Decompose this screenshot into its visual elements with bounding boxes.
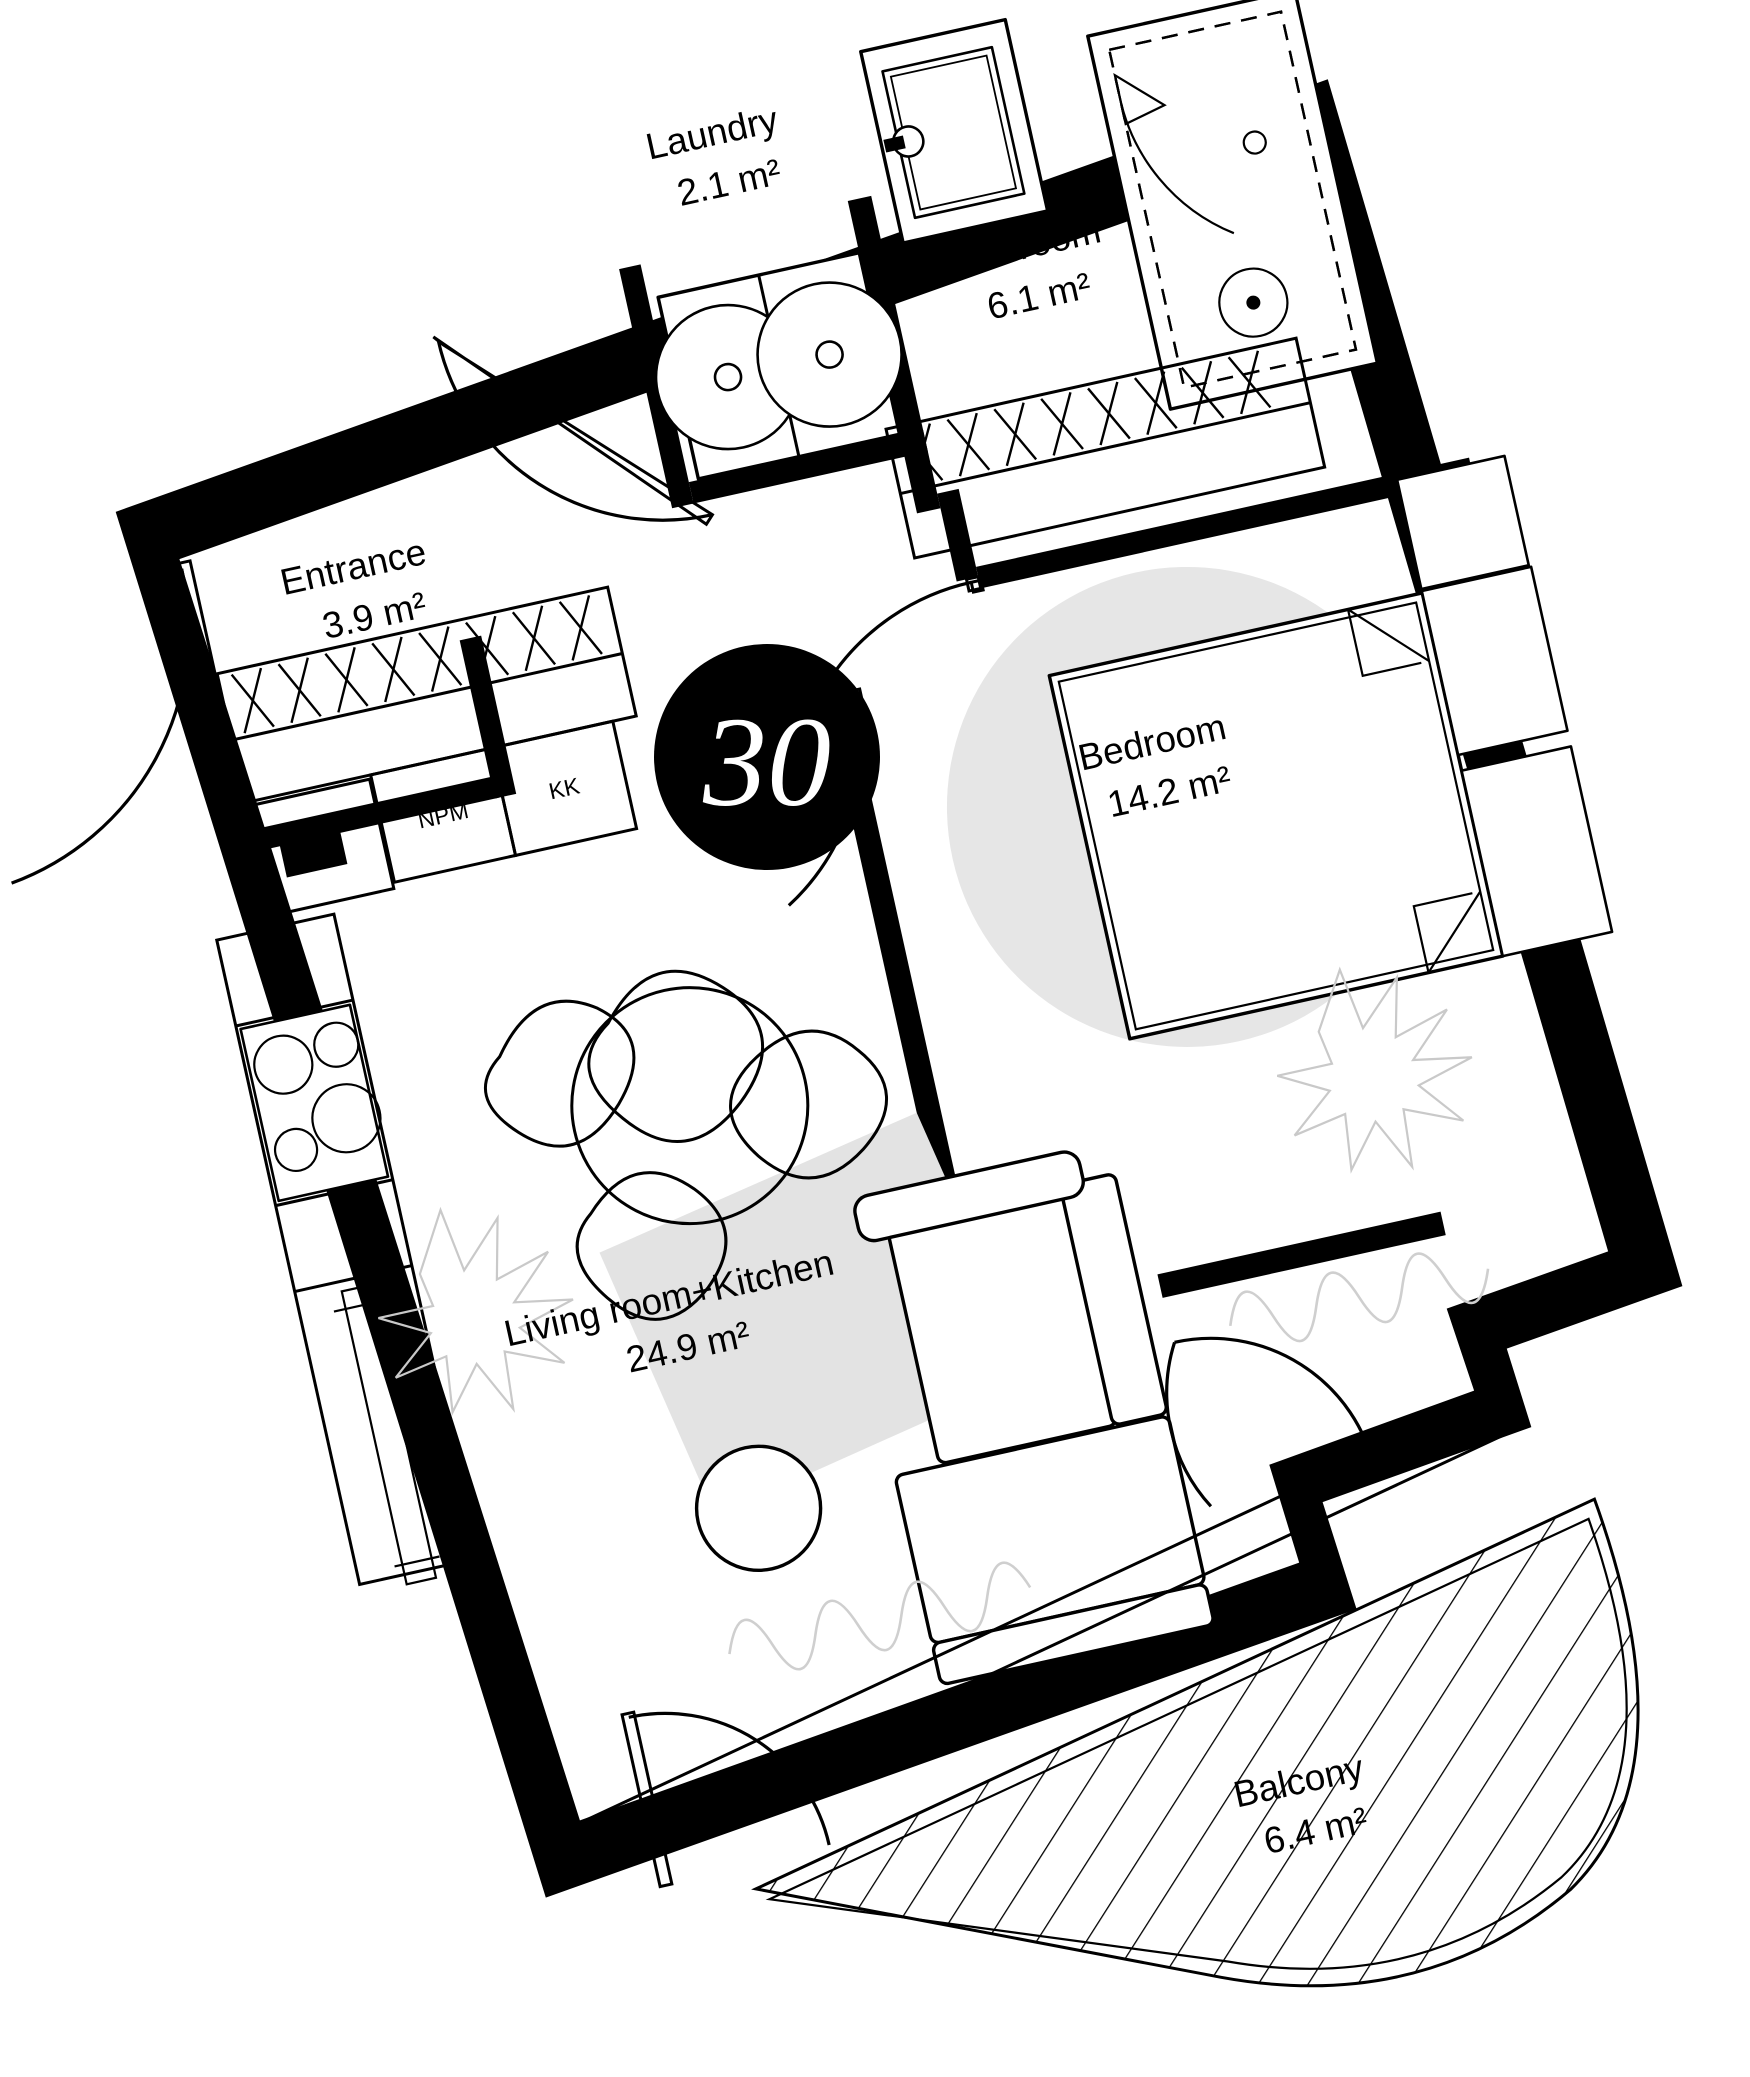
room-area-laundry: 2.1 m²: [673, 151, 784, 214]
bathroom-bathtub: [1086, 0, 1380, 411]
entrance-interior-door: [432, 335, 715, 527]
bathroom-sink: [859, 17, 1050, 245]
bedroom-wardrobe: [884, 336, 1327, 560]
laundry-appliances: [654, 251, 903, 481]
kitchen-stove-icon: [239, 1003, 390, 1203]
room-bedroom: Bedroom 14.2 m²: [884, 336, 1614, 1174]
kitchen-plant-icon: [378, 1206, 574, 1417]
living-pouf-icon: [694, 1444, 823, 1572]
appliance-label-kk: KK: [546, 772, 582, 804]
bedroom-bed: [1047, 454, 1614, 1041]
entrance-door: [11, 559, 252, 885]
bedroom-balcony-door: [1165, 1336, 1377, 1508]
living-sofa-icon: [853, 1150, 1215, 1686]
kitchen-tall-unit: [333, 1283, 440, 1586]
room-area-bathroom: 6.1 m²: [983, 265, 1094, 328]
living-dining-table-icon: [484, 969, 888, 1321]
kitchen-counter: [214, 912, 479, 1587]
bedroom-plant-icon: [1276, 966, 1473, 1174]
unit-number-text: 30: [702, 691, 831, 833]
bedroom-curtain-icon: [1229, 1252, 1490, 1343]
room-bathroom: Bathroom 6.1 m²: [789, 0, 1380, 857]
living-curtain-icon: [728, 1561, 1032, 1671]
room-living: Living room+Kitchen 24.9 m²: [484, 969, 1490, 1889]
unit-number-badge[interactable]: 30: [654, 644, 880, 870]
